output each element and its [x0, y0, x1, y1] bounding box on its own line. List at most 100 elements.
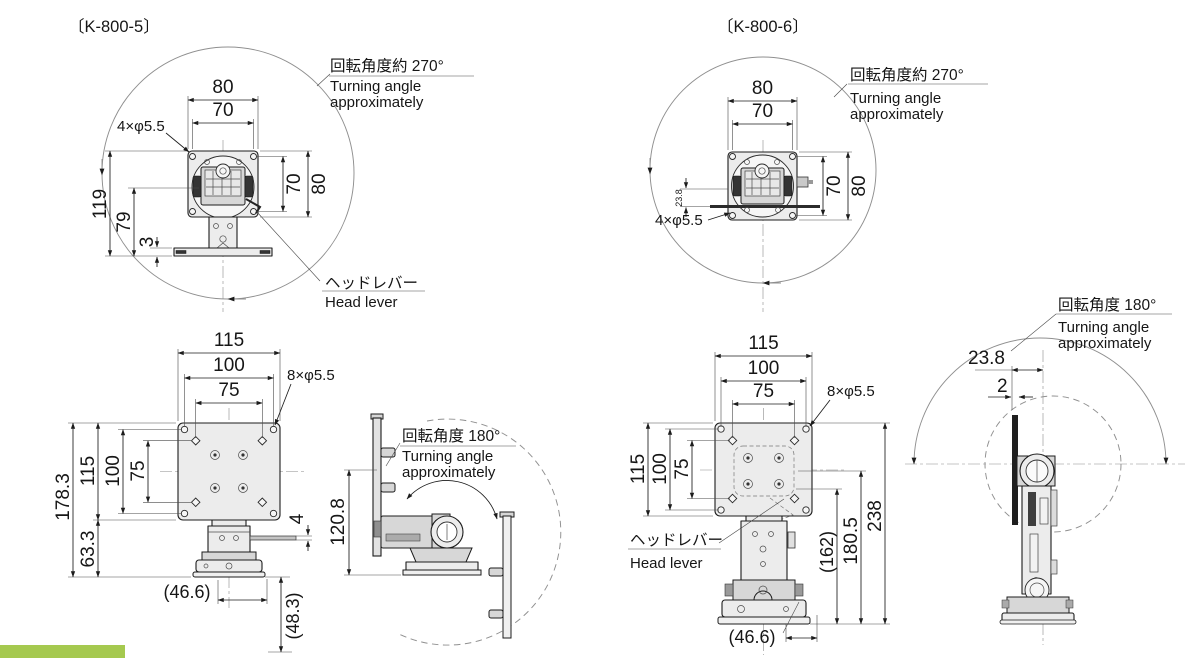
dim-238-label: 238: [865, 500, 886, 532]
column: [740, 520, 788, 581]
dim-80r-label: 80: [849, 175, 870, 196]
turning-range-arc-dashed: [398, 418, 562, 646]
dim-70-right: 70: [795, 156, 845, 216]
head-lever-bar: [710, 205, 820, 208]
dim-162-label: (162): [817, 531, 837, 573]
accent-bar: [0, 645, 125, 658]
dim-48-3: (48.3): [265, 576, 303, 653]
holes-note-label: 4×φ5.5: [117, 118, 165, 135]
k800-6-side-view: 23.8 2 回転角度 180° Turning angle approxima…: [905, 296, 1185, 645]
holes8-label: 8×φ5.5: [287, 367, 335, 384]
dim-2: 2: [988, 376, 1033, 400]
turning-en1: Turning angle: [850, 90, 941, 107]
dim-70r-label: 70: [284, 173, 305, 194]
dim-115-label: 115: [748, 333, 778, 354]
dim-46-6: (46.6): [728, 601, 818, 647]
dim-100-top: 100: [184, 355, 274, 427]
dim-75-left: 75: [128, 440, 192, 503]
dim-1783-label: 178.3: [53, 473, 74, 521]
turning180-en1: Turning angle: [402, 448, 493, 465]
dim-75-top: 75: [195, 380, 263, 438]
dim-2-label: 2: [997, 376, 1008, 397]
dim-238s-label: 23.8: [674, 189, 684, 207]
side-base: [1006, 596, 1070, 614]
turning-note-180: 回転角度 180° Turning angle approximately: [1010, 296, 1172, 352]
turning-arc-180: [406, 480, 498, 520]
lever-pin: [249, 535, 297, 541]
dim-115-left: 115: [78, 422, 176, 521]
head-lever-shape: [245, 198, 262, 214]
dim-75-label: 75: [753, 381, 774, 402]
turning180-en2: approximately: [1058, 335, 1152, 352]
dim-4: 4: [287, 513, 312, 551]
dim-238-side-label: 23.8: [968, 348, 1005, 369]
dim-119-label: 119: [90, 189, 111, 219]
dim-63-3: 63.3: [78, 519, 101, 578]
side-body: [380, 515, 440, 549]
dim-80-label: 80: [752, 78, 773, 99]
dim-75-left: 75: [672, 440, 730, 499]
dim-238: 238: [810, 422, 890, 625]
dim-23-8: 23.8: [968, 348, 1044, 410]
swing-plate: [502, 515, 512, 639]
dim-4-label: 4: [287, 513, 308, 524]
turning180-en1: Turning angle: [1058, 319, 1149, 336]
dim-46-6: (46.6): [163, 579, 268, 604]
front-plate: [177, 422, 281, 521]
dim-80r-label: 80: [309, 173, 330, 194]
front-plate: [714, 422, 813, 517]
dim-80-label: 80: [212, 77, 233, 98]
dim-l100-label: 100: [650, 453, 671, 485]
front-neck: [207, 525, 251, 553]
head-lever-jp: ヘッドレバー: [630, 532, 723, 549]
dim-23-8-top: 23.8: [674, 178, 728, 217]
head-lever-en: Head lever: [325, 294, 398, 311]
dim-79-label: 79: [114, 211, 135, 232]
k800-5-front-view: 115 100 75 8×φ5.5 178.3: [53, 330, 335, 653]
dim-120-8: 120.8: [328, 469, 401, 576]
turning-note-180: 回転角度 180° Turning angle approximately: [385, 427, 516, 481]
dim-l115-label: 115: [628, 454, 649, 484]
dim-100-top: 100: [720, 358, 807, 427]
turning180-jp: 回転角度 180°: [402, 427, 500, 445]
dim-466-label: (46.6): [728, 627, 775, 647]
dim-466-label: (46.6): [163, 582, 210, 602]
dim-70-label: 70: [752, 101, 773, 122]
holes4-label: 4×φ5.5: [655, 212, 703, 229]
dim-115-top: 115: [177, 330, 281, 421]
turning-jp: 回転角度約 270°: [850, 66, 964, 84]
k800-5-top-view: 80 70 4×φ5.5 119 79: [90, 46, 474, 312]
dim-483-label: (48.3): [283, 592, 303, 639]
dim-633-label: 63.3: [78, 531, 99, 568]
turning-arc-180: [911, 337, 1169, 465]
k800-5-drawing: 〔K-800-5〕: [53, 17, 562, 653]
dim-115-label: 115: [214, 330, 244, 351]
head-lever-note: ヘッドレバー Head lever: [256, 211, 425, 311]
turning-note-jp: 回転角度約 270°: [330, 57, 444, 75]
dim-l75-label: 75: [672, 458, 693, 479]
k800-5-side-view: 120.8 回転角度 180° Turning angle approximat…: [328, 413, 562, 646]
dim-70-right: 70: [256, 156, 305, 212]
dim-80-top: 80: [727, 78, 798, 150]
dim-115-top: 115: [714, 333, 813, 421]
dim-3: 3: [137, 237, 172, 267]
dim-162: (162): [796, 488, 842, 625]
dim-180-5: 180.5: [798, 470, 866, 625]
k800-6-title: 〔K-800-6〕: [717, 17, 809, 36]
dim-119: 119: [90, 150, 186, 257]
turning-note-270: 回転角度約 270° Turning angle approximately: [833, 66, 988, 123]
turning-en2: approximately: [850, 106, 944, 123]
holes-note-8xphi55: 8×φ5.5: [809, 383, 875, 427]
base-flange: [173, 247, 273, 257]
front-base: [721, 599, 807, 618]
holes-note-4xphi55: 4×φ5.5: [655, 212, 731, 229]
front-base: [195, 559, 263, 573]
dim-80-right: 80: [260, 150, 330, 218]
turning-note-en1: Turning angle: [330, 78, 421, 95]
turning-note-270: 回転角度約 270° Turning angle approximately: [316, 57, 474, 111]
k800-6-top-view: 80 70 70 80 23.8: [647, 56, 988, 312]
turning180-jp: 回転角度 180°: [1058, 296, 1156, 314]
dim-l115-label: 115: [78, 456, 99, 486]
holes-note-4xphi55: 4×φ5.5: [117, 118, 190, 153]
